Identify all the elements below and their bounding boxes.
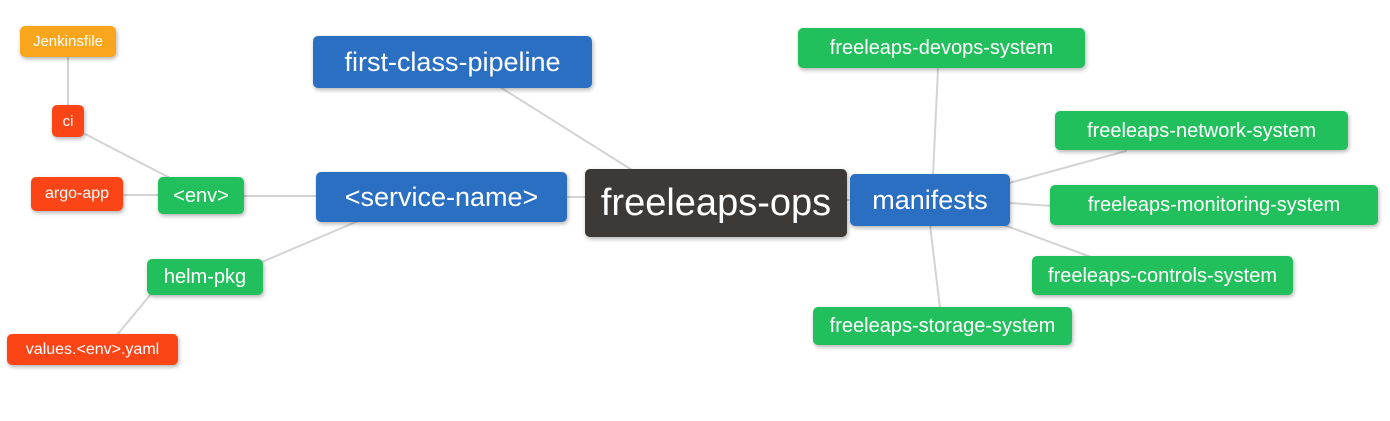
mindmap-node-manifests[interactable]: manifests (850, 174, 1010, 226)
mindmap-node-ci[interactable]: ci (52, 105, 84, 137)
edge-helm-pkg-to-service-name (261, 220, 359, 263)
edge-ci-to-env (84, 133, 173, 180)
mindmap-node-devops-system[interactable]: freeleaps-devops-system (798, 28, 1085, 68)
edge-manifests-to-monitoring-system (1008, 202, 1054, 207)
mindmap-node-controls-system[interactable]: freeleaps-controls-system (1032, 256, 1293, 295)
edge-manifests-to-devops-system (932, 68, 939, 176)
mindmap-node-values-env-yaml[interactable]: values.<env>.yaml (7, 334, 178, 365)
mindmap-node-argo-app[interactable]: argo-app (31, 177, 123, 211)
edge-manifests-to-controls-system (1003, 224, 1092, 258)
mindmap-node-network-system[interactable]: freeleaps-network-system (1055, 111, 1348, 150)
edge-helm-pkg-to-values-env-yaml (116, 293, 152, 336)
mindmap-node-first-class-pipeline[interactable]: first-class-pipeline (313, 36, 592, 88)
edge-manifests-to-network-system (1008, 150, 1127, 184)
edge-manifests-to-storage-system (929, 224, 941, 309)
mindmap-node-helm-pkg[interactable]: helm-pkg (147, 259, 263, 295)
edge-first-class-pipeline-to-freeleaps-ops (499, 86, 633, 171)
mindmap-node-monitoring-system[interactable]: freeleaps-monitoring-system (1050, 185, 1378, 225)
mindmap-node-storage-system[interactable]: freeleaps-storage-system (813, 307, 1072, 345)
mindmap-node-jenkinsfile[interactable]: Jenkinsfile (20, 26, 116, 57)
mindmap-node-env[interactable]: <env> (158, 177, 244, 214)
mindmap-node-service-name[interactable]: <service-name> (316, 172, 567, 222)
mindmap-node-freeleaps-ops[interactable]: freeleaps-ops (585, 169, 847, 237)
